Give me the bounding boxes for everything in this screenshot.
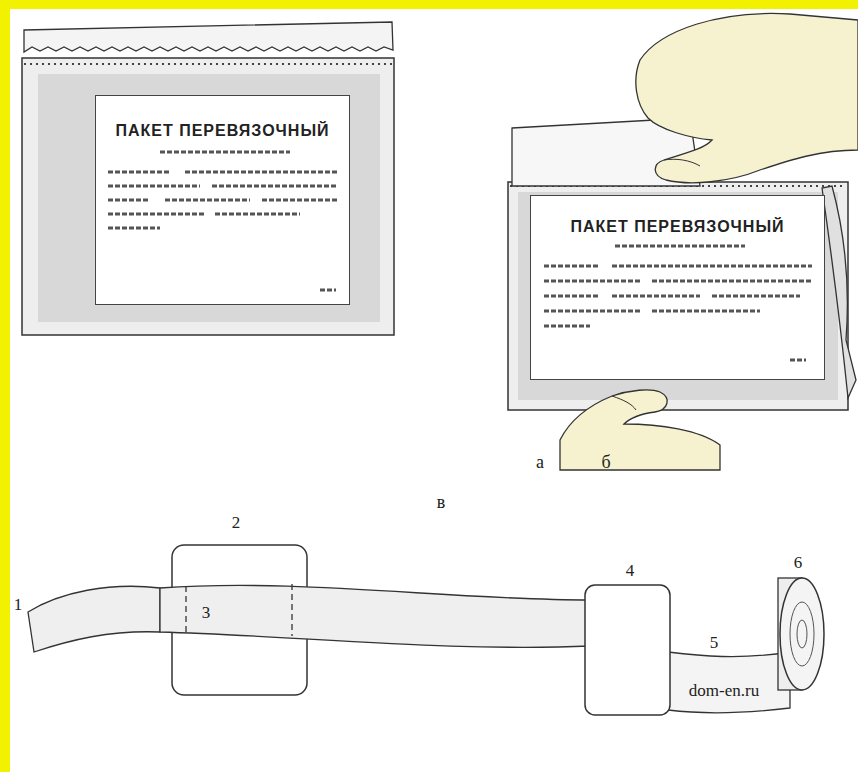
pack-closed (22, 22, 394, 335)
pack-title: ПАКЕТ ПЕРЕВЯЗОЧНЫЙ (96, 122, 349, 140)
frame-strip (0, 0, 858, 9)
frame-strip (0, 0, 10, 772)
bandage-unrolled (28, 545, 824, 715)
pack-title: ПАКЕТ ПЕРЕВЯЗОЧНЫЙ (531, 218, 824, 236)
label-panel: ПАКЕТ ПЕРЕВЯЗОЧНЫЙ (95, 95, 350, 305)
figure-letter: б (601, 453, 610, 471)
watermark: dom-en.ru (689, 682, 759, 699)
callout-number: 4 (626, 562, 635, 579)
callout-number: 5 (710, 634, 719, 651)
label-panel: ПАКЕТ ПЕРЕВЯЗОЧНЫЙ (530, 195, 825, 380)
callout-number: 1 (14, 596, 23, 613)
callout-number: 3 (202, 604, 211, 621)
callout-number: 2 (232, 514, 241, 531)
figure-letter: в (437, 493, 446, 511)
callout-number: 6 (794, 554, 803, 571)
pack-opening (508, 13, 858, 470)
figure-letter: а (536, 453, 544, 471)
